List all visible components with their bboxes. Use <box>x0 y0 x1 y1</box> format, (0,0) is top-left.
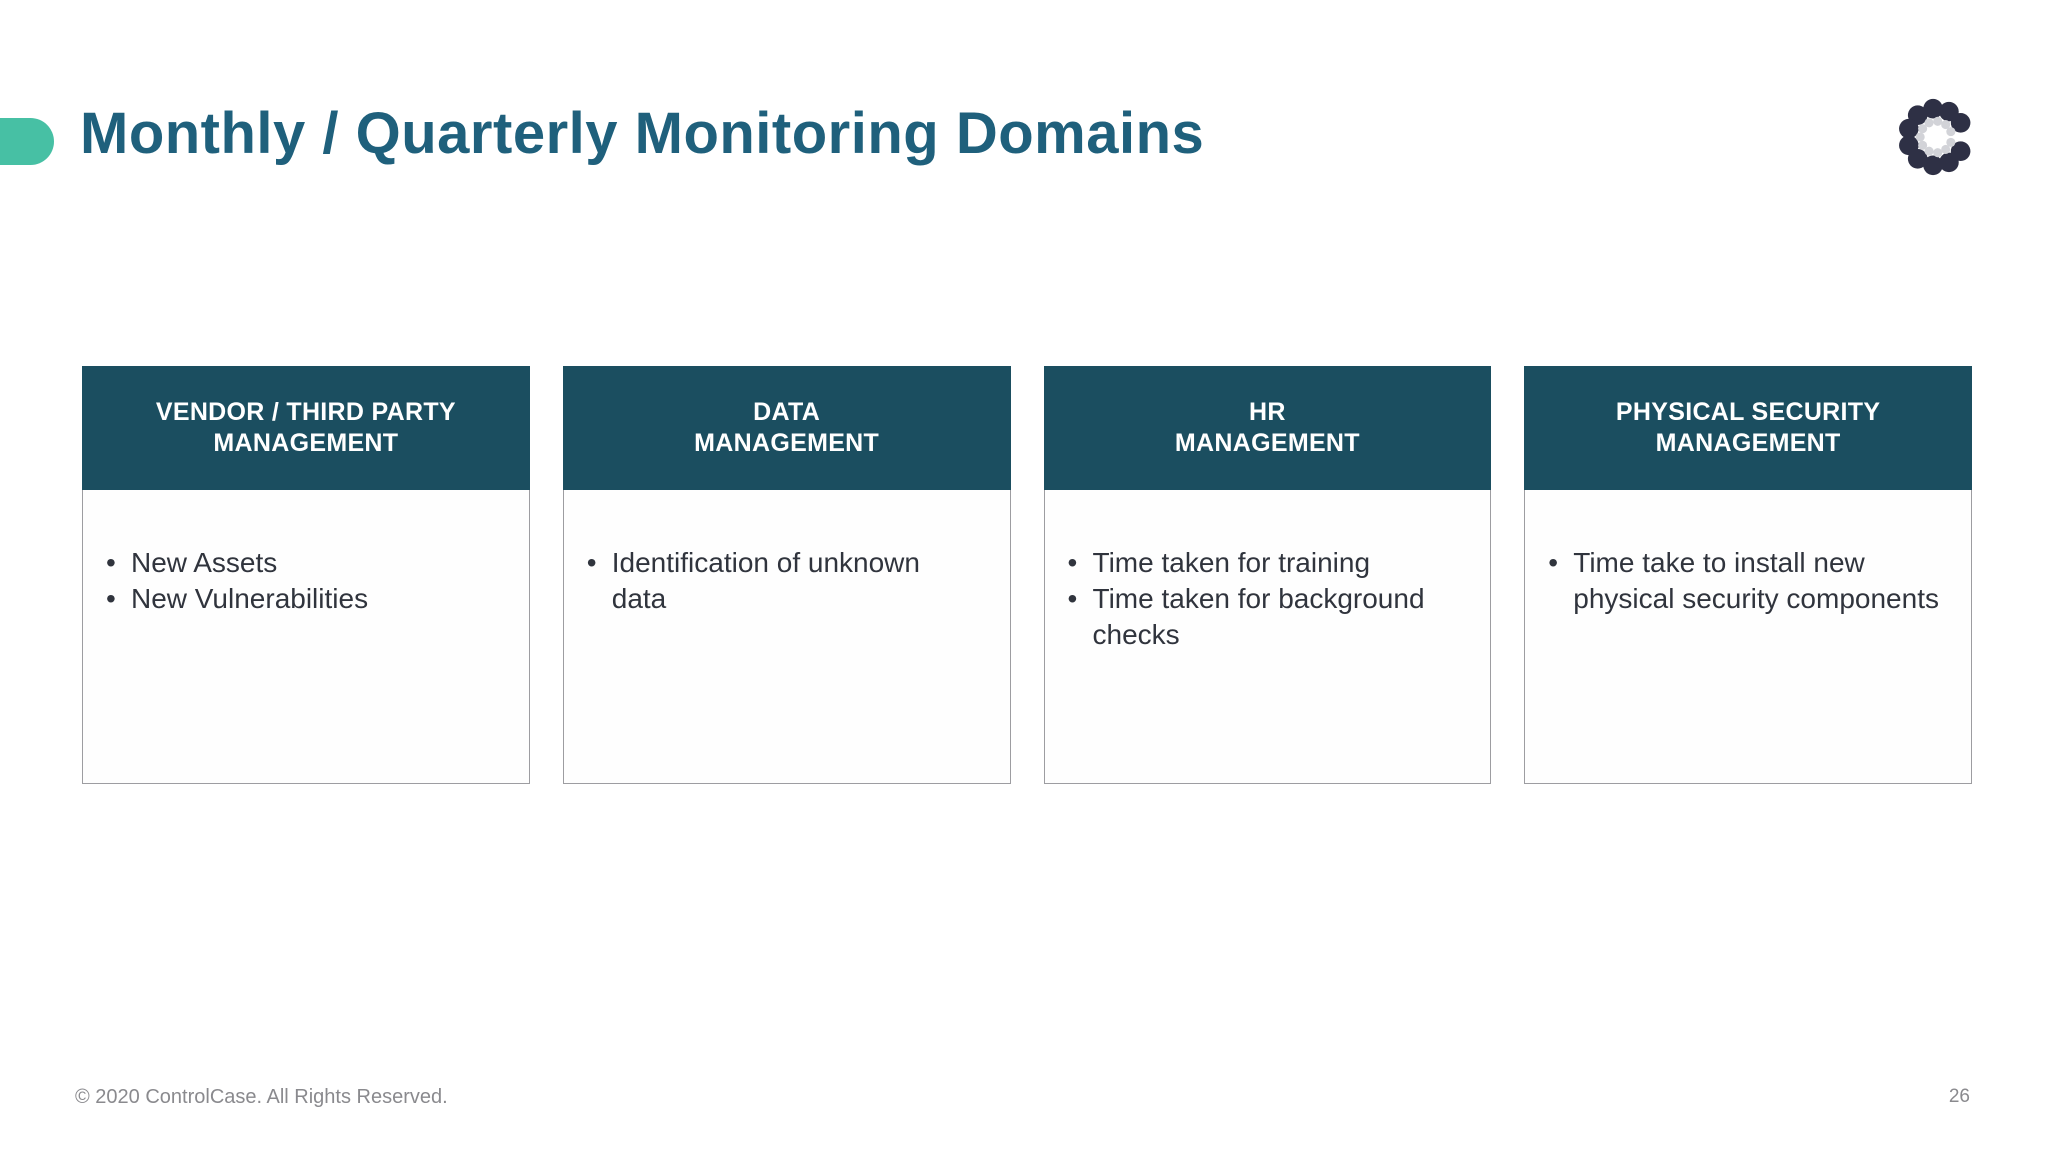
card-body: Time take to install new physical securi… <box>1524 490 1972 784</box>
card-body: New Assets New Vulnerabilities <box>82 490 530 784</box>
bullet-list: Time taken for training Time taken for b… <box>1066 545 1463 653</box>
bullet-item: Identification of unknown data <box>585 545 982 617</box>
monitoring-domain-cards: VENDOR / THIRD PARTY MANAGEMENT New Asse… <box>82 366 1972 784</box>
page-number: 26 <box>1948 1086 1970 1107</box>
card-data-management: DATA MANAGEMENT Identification of unknow… <box>562 366 1011 784</box>
bullet-list: Time take to install new physical securi… <box>1546 545 1943 617</box>
bullet-item: Time taken for training <box>1066 545 1463 581</box>
bullet-item: New Vulnerabilities <box>104 581 501 617</box>
card-header: HR MANAGEMENT <box>1043 366 1492 490</box>
bullet-item: Time take to install new physical securi… <box>1546 545 1943 617</box>
bullet-item: New Assets <box>104 545 501 581</box>
title-accent-shape <box>0 118 54 165</box>
card-header: VENDOR / THIRD PARTY MANAGEMENT <box>82 366 530 490</box>
card-body: Time taken for training Time taken for b… <box>1043 490 1492 784</box>
card-hr-management: HR MANAGEMENT Time taken for training Ti… <box>1043 366 1492 784</box>
bullet-list: Identification of unknown data <box>585 545 982 617</box>
card-body: Identification of unknown data <box>562 490 1011 784</box>
card-vendor-third-party-management: VENDOR / THIRD PARTY MANAGEMENT New Asse… <box>82 366 530 784</box>
card-header: DATA MANAGEMENT <box>562 366 1011 490</box>
card-header: PHYSICAL SECURITY MANAGEMENT <box>1524 366 1972 490</box>
bullet-list: New Assets New Vulnerabilities <box>104 545 501 617</box>
bullet-item: Time taken for background checks <box>1066 581 1463 653</box>
copyright-text: © 2020 ControlCase. All Rights Reserved. <box>75 1086 448 1108</box>
card-physical-security-management: PHYSICAL SECURITY MANAGEMENT Time take t… <box>1524 366 1972 784</box>
controlcase-logo-icon <box>1896 97 1976 177</box>
page-title: Monthly / Quarterly Monitoring Domains <box>80 101 1205 166</box>
